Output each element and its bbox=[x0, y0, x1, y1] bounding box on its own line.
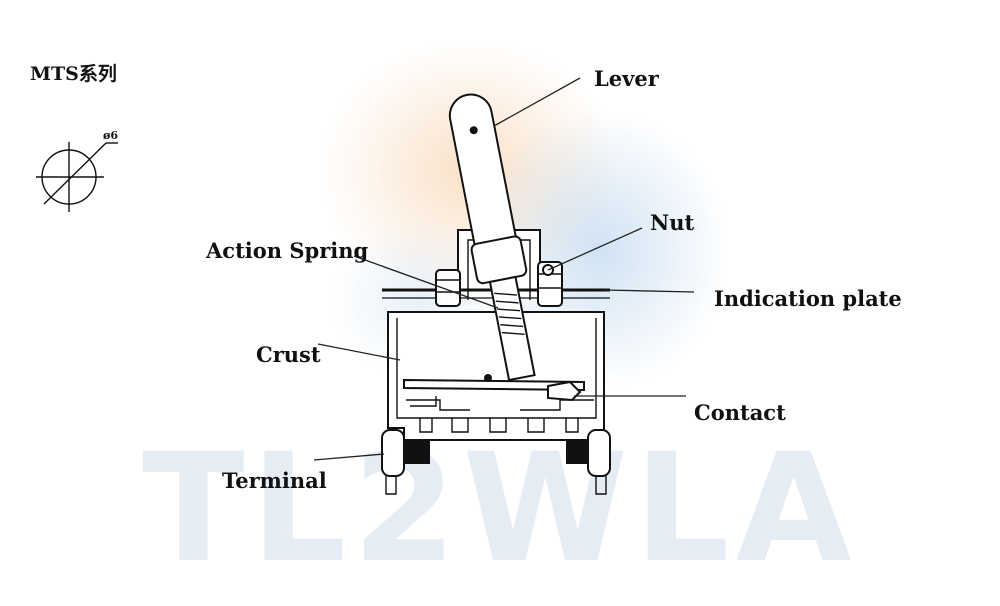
label-crust: Crust bbox=[256, 342, 321, 367]
lever-part bbox=[448, 93, 536, 382]
label-indication-plate: Indication plate bbox=[714, 286, 902, 311]
label-contact: Contact bbox=[694, 400, 786, 425]
label-terminal: Terminal bbox=[222, 468, 327, 493]
terminal-left bbox=[381, 429, 430, 495]
label-action-spring: Action Spring bbox=[205, 238, 369, 263]
series-label: MTS系列 bbox=[30, 63, 117, 85]
diameter-label: ø6 bbox=[103, 129, 118, 142]
label-nut: Nut bbox=[650, 210, 694, 235]
diameter-icon: ø6 bbox=[36, 129, 118, 212]
leader-lines bbox=[313, 77, 695, 461]
watermark-text: TL2WLA bbox=[142, 422, 857, 596]
switch-body bbox=[381, 93, 611, 495]
terminal-right bbox=[566, 429, 611, 495]
label-lever: Lever bbox=[594, 66, 660, 91]
